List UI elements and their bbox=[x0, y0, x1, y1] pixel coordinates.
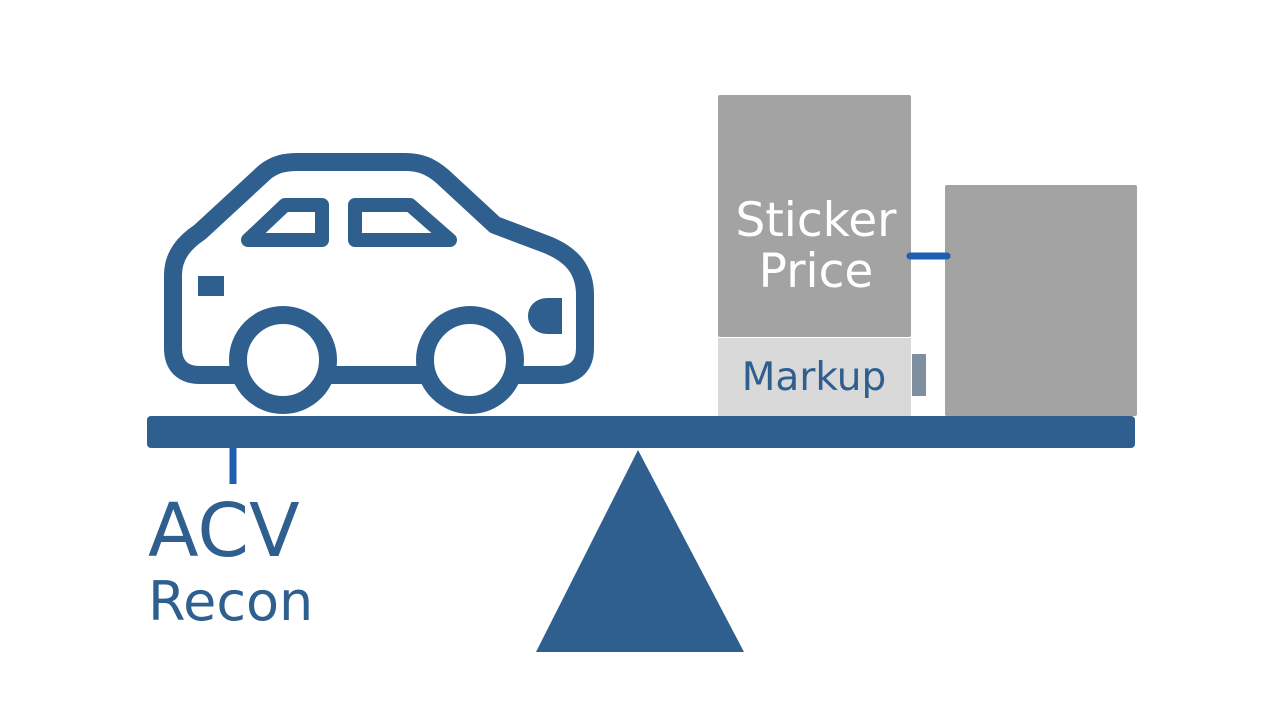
car-window-rear bbox=[348, 198, 457, 247]
car-door-marker bbox=[198, 276, 224, 296]
acv-label: ACV bbox=[148, 488, 300, 574]
car-headlight bbox=[528, 298, 562, 334]
car-body bbox=[164, 153, 594, 384]
sticker-price-label-line2: Price bbox=[759, 244, 874, 299]
car-window-front bbox=[241, 198, 329, 247]
sticker-price-label-line1: Sticker bbox=[736, 193, 898, 248]
sticker-price-box bbox=[718, 95, 911, 337]
seesaw-beam bbox=[147, 416, 1135, 448]
car-icon bbox=[164, 153, 594, 414]
recon-label: Recon bbox=[148, 570, 313, 633]
right-box bbox=[945, 185, 1137, 416]
seesaw-fulcrum bbox=[536, 450, 744, 652]
car-wheel-front bbox=[229, 306, 337, 414]
markup-label: Markup bbox=[742, 355, 886, 400]
car-wheel-rear bbox=[416, 306, 524, 414]
markup-marker bbox=[912, 354, 926, 396]
markup-box bbox=[718, 338, 911, 416]
